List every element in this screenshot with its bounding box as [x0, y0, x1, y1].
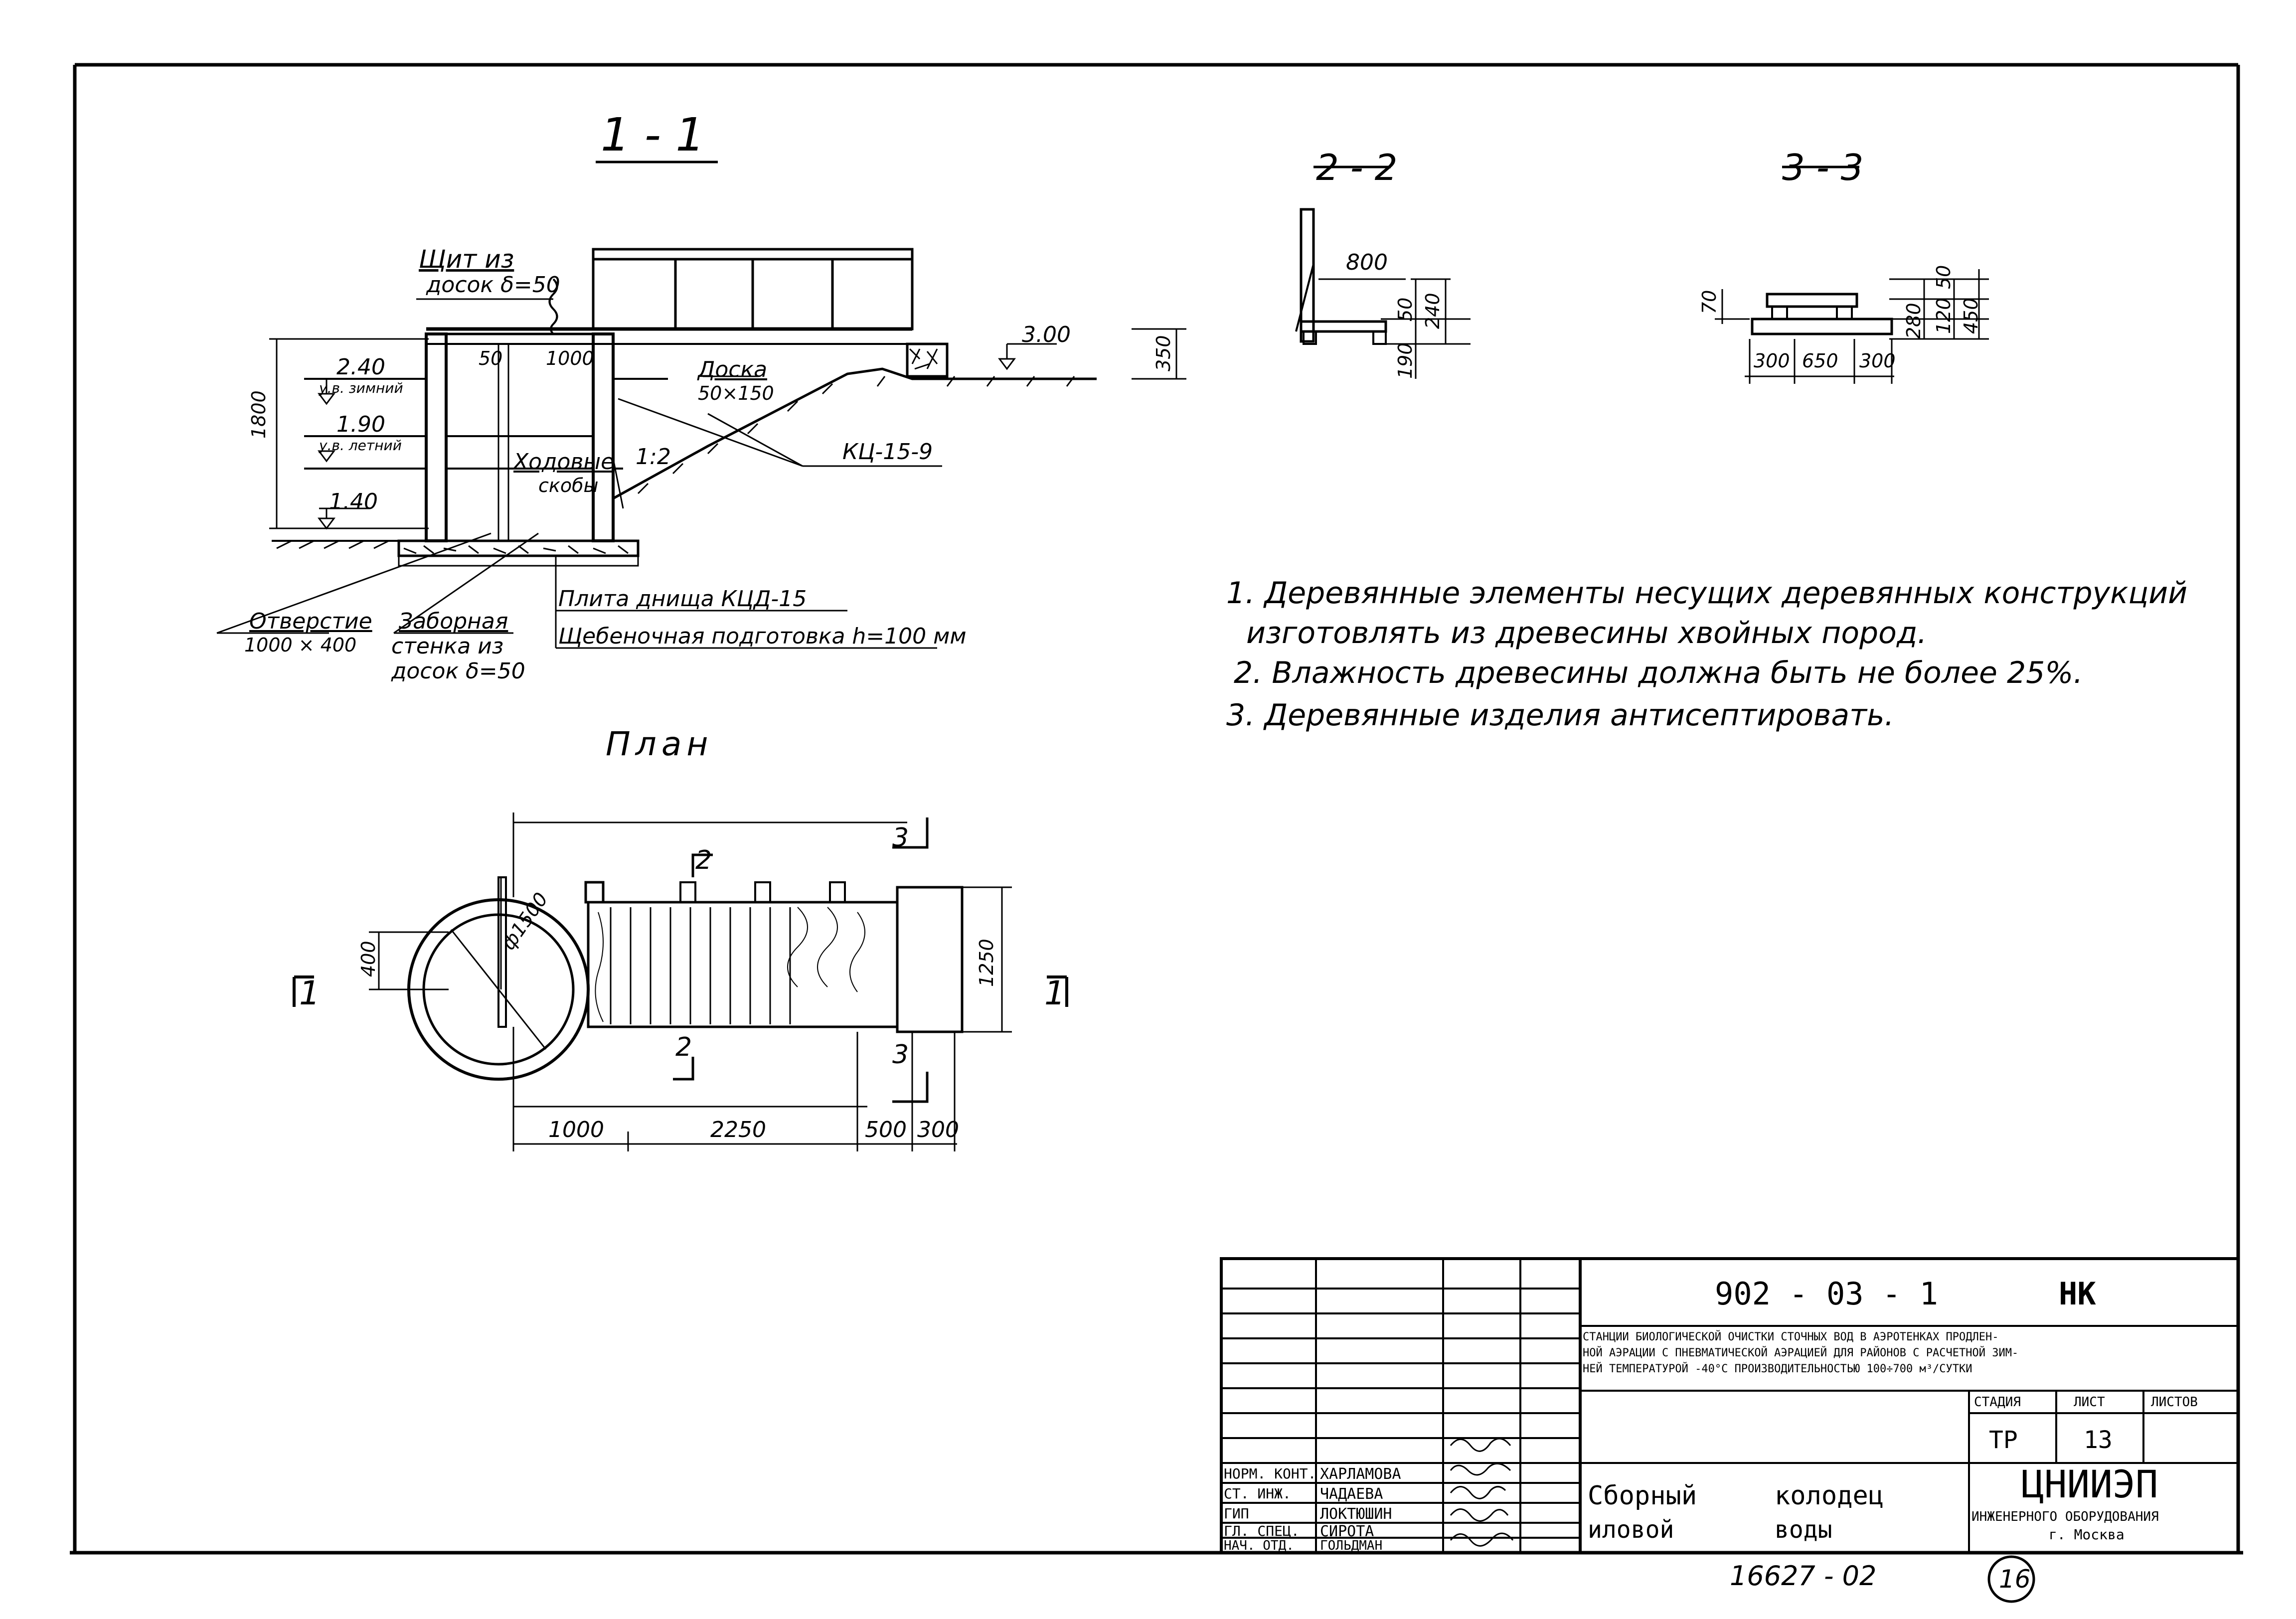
s33-dim-300a: 300	[1754, 350, 1790, 372]
tb-name-2b: воды	[1775, 1516, 1832, 1544]
tb-org-line2: ИНЖЕНЕРНОГО ОБОРУДОВАНИЯ	[1971, 1509, 2159, 1524]
tb-staff-role: НОРМ. КОНТ.	[1224, 1465, 1316, 1482]
s22-dim-50: 50	[1394, 297, 1416, 322]
note-3: 3. Деревянные изделия антисептировать.	[1226, 698, 1894, 733]
dim-1800: 1800	[248, 390, 270, 439]
dim-1000: 1000	[546, 347, 594, 369]
intake-label-1: Заборная	[399, 609, 508, 634]
intake-label-3: досок δ=50	[391, 658, 525, 684]
plan-mark-3-top: 3	[892, 823, 909, 853]
tb-mark: НК	[2059, 1276, 2096, 1312]
steps-label-2: скобы	[538, 475, 599, 496]
section-title-3-3: 3 - 3	[1782, 147, 1864, 188]
level-240: 2.40	[336, 354, 385, 380]
plan-mark-1-left: 1	[299, 974, 320, 1012]
plan-dim-2250: 2250	[710, 1117, 766, 1142]
note-2: 2. Влажность древесины должна быть не бо…	[1234, 655, 2083, 690]
tb-name-2a: иловой	[1588, 1516, 1674, 1544]
board-label-1: Доска	[698, 357, 768, 382]
plan-dim-300: 300	[917, 1117, 959, 1142]
s33-dim-120: 120	[1933, 298, 1955, 334]
tb-stage: ТР	[1989, 1426, 2018, 1454]
sheet-frame	[70, 63, 2243, 1555]
section-1-1-drawing	[216, 161, 1186, 649]
archive-number: 16627 - 02	[1730, 1560, 1877, 1592]
level-300: 3.00	[1022, 322, 1071, 347]
signatures	[1450, 1438, 1514, 1547]
title-block-grid	[1220, 1257, 2240, 1554]
hole-label-2: 1000 × 400	[244, 634, 357, 656]
page-number-circle	[1987, 1555, 2035, 1603]
s33-dim-280: 280	[1903, 303, 1925, 339]
level-summer: у.в. летний	[319, 437, 402, 454]
tb-org: ЦНИИЭП	[2021, 1462, 2158, 1506]
plan-dim-500: 500	[865, 1117, 907, 1142]
dim-350: 350	[1152, 335, 1174, 371]
s33-dim-450: 450	[1960, 298, 1982, 334]
plan-dim-1250: 1250	[976, 939, 997, 987]
section-2-2-drawing	[1295, 165, 1471, 379]
tb-staff-name: ГОЛЬДМАН	[1320, 1538, 1383, 1553]
kc-label: КЦ-15-9	[842, 439, 933, 465]
tb-staff-role: СТ. ИНЖ.	[1224, 1485, 1291, 1502]
gravel-label: Щебеночная подготовка h=100 мм	[558, 624, 967, 649]
level-140: 1.40	[329, 489, 378, 514]
tb-name-1a: Сборный	[1588, 1481, 1697, 1511]
tb-staff-role: ГЛ. СПЕЦ.	[1224, 1523, 1300, 1539]
tb-staff-name: ХАРЛАМОВА	[1320, 1465, 1401, 1483]
plan-dim-400: 400	[357, 941, 379, 977]
tb-desc-1: СТАНЦИИ БИОЛОГИЧЕСКОЙ ОЧИСТКИ СТОЧНЫХ ВО…	[1583, 1331, 1999, 1343]
page-number: 16	[1999, 1565, 2031, 1594]
tb-org-line3: г. Москва	[2049, 1526, 2125, 1543]
tb-code: 902 - 03 - 1	[1715, 1276, 1938, 1312]
note-1: 1. Деревянные элементы несущих деревянны…	[1226, 576, 2188, 611]
shield-label-2: досок δ=50	[426, 272, 560, 298]
plan-drawing	[293, 812, 1068, 1151]
steps-label-1: Ходовые	[513, 449, 615, 475]
tb-sheet: 13	[2084, 1426, 2113, 1454]
tb-staff-role: ГИП	[1224, 1505, 1249, 1522]
s22-dim-240: 240	[1422, 293, 1444, 329]
dim-50: 50	[479, 347, 503, 369]
tb-sheet-header: ЛИСТ	[2074, 1395, 2105, 1410]
plan-mark-3-bottom: 3	[892, 1040, 909, 1070]
tb-desc-3: НЕЙ ТЕМПЕРАТУРОЙ -40°С ПРОИЗВОДИТЕЛЬНОСТ…	[1583, 1363, 1972, 1375]
plan-dim-1000: 1000	[548, 1117, 604, 1142]
hole-label-1: Отверстие	[249, 609, 372, 634]
level-winter: у.в. зимний	[319, 380, 403, 396]
tb-staff-name: ЛОКТЮШИН	[1320, 1505, 1392, 1523]
s33-dim-650: 650	[1802, 350, 1838, 372]
tb-desc-2: НОЙ АЭРАЦИИ С ПНЕВМАТИЧЕСКОЙ АЭРАЦИЕЙ ДЛ…	[1583, 1347, 2019, 1359]
tb-stage-header: СТАДИЯ	[1974, 1395, 2021, 1410]
note-1-cont: изготовлять из древесины хвойных пород.	[1246, 616, 1927, 650]
shield-label-1: Щит из	[419, 245, 514, 274]
plan-mark-1-right: 1	[1044, 974, 1065, 1012]
s22-dim-190: 190	[1394, 342, 1416, 379]
s33-dim-70: 70	[1698, 290, 1720, 314]
tb-name-1b: колодец	[1775, 1481, 1884, 1511]
tb-staff-name: ЧАДАЕВА	[1320, 1485, 1383, 1503]
slab-label: Плита днища КЦД-15	[558, 586, 807, 612]
tb-staff-name: СИРОТА	[1320, 1523, 1374, 1540]
s22-dim-800: 800	[1346, 250, 1388, 275]
slope-label: 1:2	[636, 444, 671, 470]
s33-dim-300b: 300	[1859, 350, 1896, 372]
level-190: 1.90	[336, 412, 385, 437]
tb-staff-role: НАЧ. ОТД.	[1224, 1538, 1294, 1553]
section-title-2-2: 2 - 2	[1316, 147, 1398, 188]
plan-title: План	[606, 725, 713, 763]
section-3-3-drawing	[1715, 165, 1989, 384]
plan-mark-2-top: 2	[695, 845, 712, 875]
plan-mark-2-bottom: 2	[675, 1032, 692, 1062]
section-title-1-1: 1 - 1	[601, 108, 705, 162]
s33-dim-50: 50	[1933, 265, 1955, 289]
tb-sheets-header: ЛИСТОВ	[2151, 1395, 2198, 1410]
board-label-2: 50×150	[698, 382, 774, 404]
intake-label-2: стенка из	[391, 634, 504, 659]
